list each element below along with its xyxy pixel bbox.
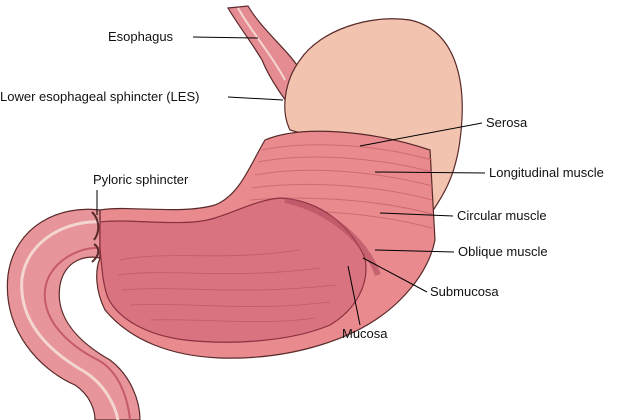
label-serosa: Serosa <box>486 115 528 130</box>
label-pyloric-sphincter: Pyloric sphincter <box>93 172 189 187</box>
leader-lines <box>96 36 486 326</box>
label-esophagus: Esophagus <box>108 29 174 44</box>
pyloric-sphincter <box>91 211 100 263</box>
label-les: Lower esophageal sphincter (LES) <box>0 89 200 104</box>
label-longitudinal-muscle: Longitudinal muscle <box>489 165 604 180</box>
label-submucosa: Submucosa <box>430 284 499 299</box>
label-oblique-muscle: Oblique muscle <box>458 244 548 259</box>
label-mucosa: Mucosa <box>342 326 388 341</box>
stomach-mucosa <box>99 197 367 343</box>
label-circular-muscle: Circular muscle <box>457 208 547 223</box>
